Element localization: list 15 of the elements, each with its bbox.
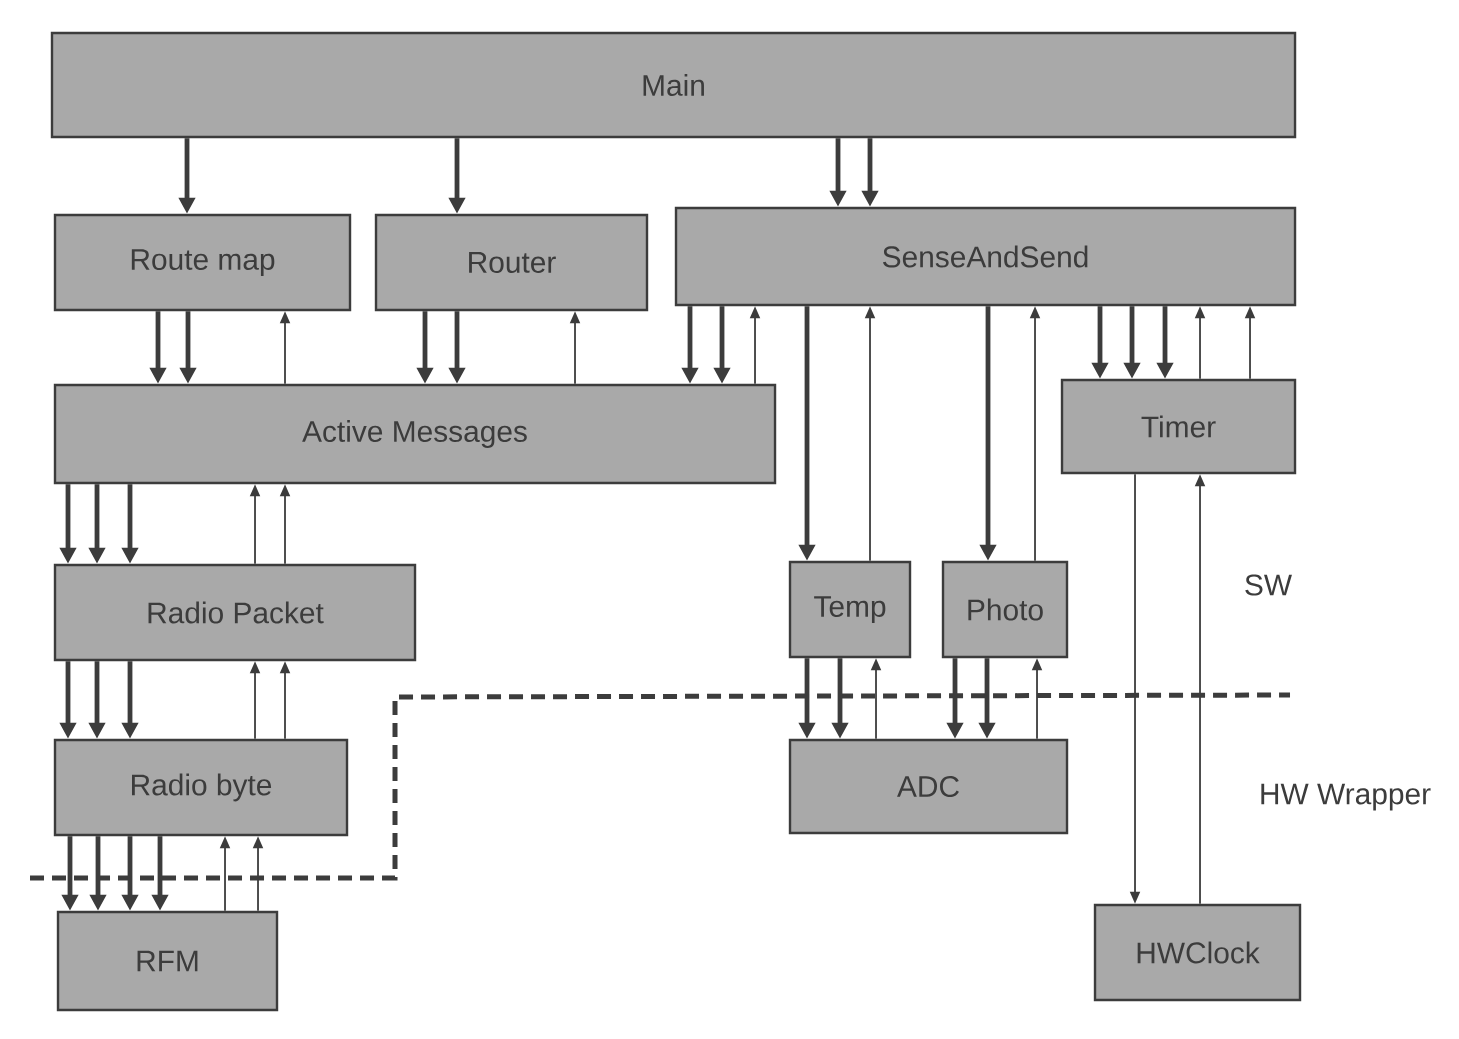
module-box: Temp (788, 560, 912, 659)
module-box: SenseAndSend (674, 206, 1297, 307)
layer-label: SW (1245, 574, 1292, 596)
module-box: ADC (788, 738, 1069, 835)
module-box: HWClock (1093, 903, 1302, 1002)
layer-label: HW Wrapper (1261, 783, 1431, 811)
module-box: Radio byte (53, 738, 349, 837)
module-box: Router (374, 213, 649, 312)
module-box: Timer (1060, 378, 1297, 475)
module-box: Main (50, 31, 1297, 139)
module-box: Route map (53, 213, 352, 312)
module-box: RFM (56, 910, 279, 1012)
module-box: Photo (941, 560, 1069, 659)
module-box: Active Messages (53, 383, 777, 485)
module-box: Radio Packet (53, 563, 417, 662)
